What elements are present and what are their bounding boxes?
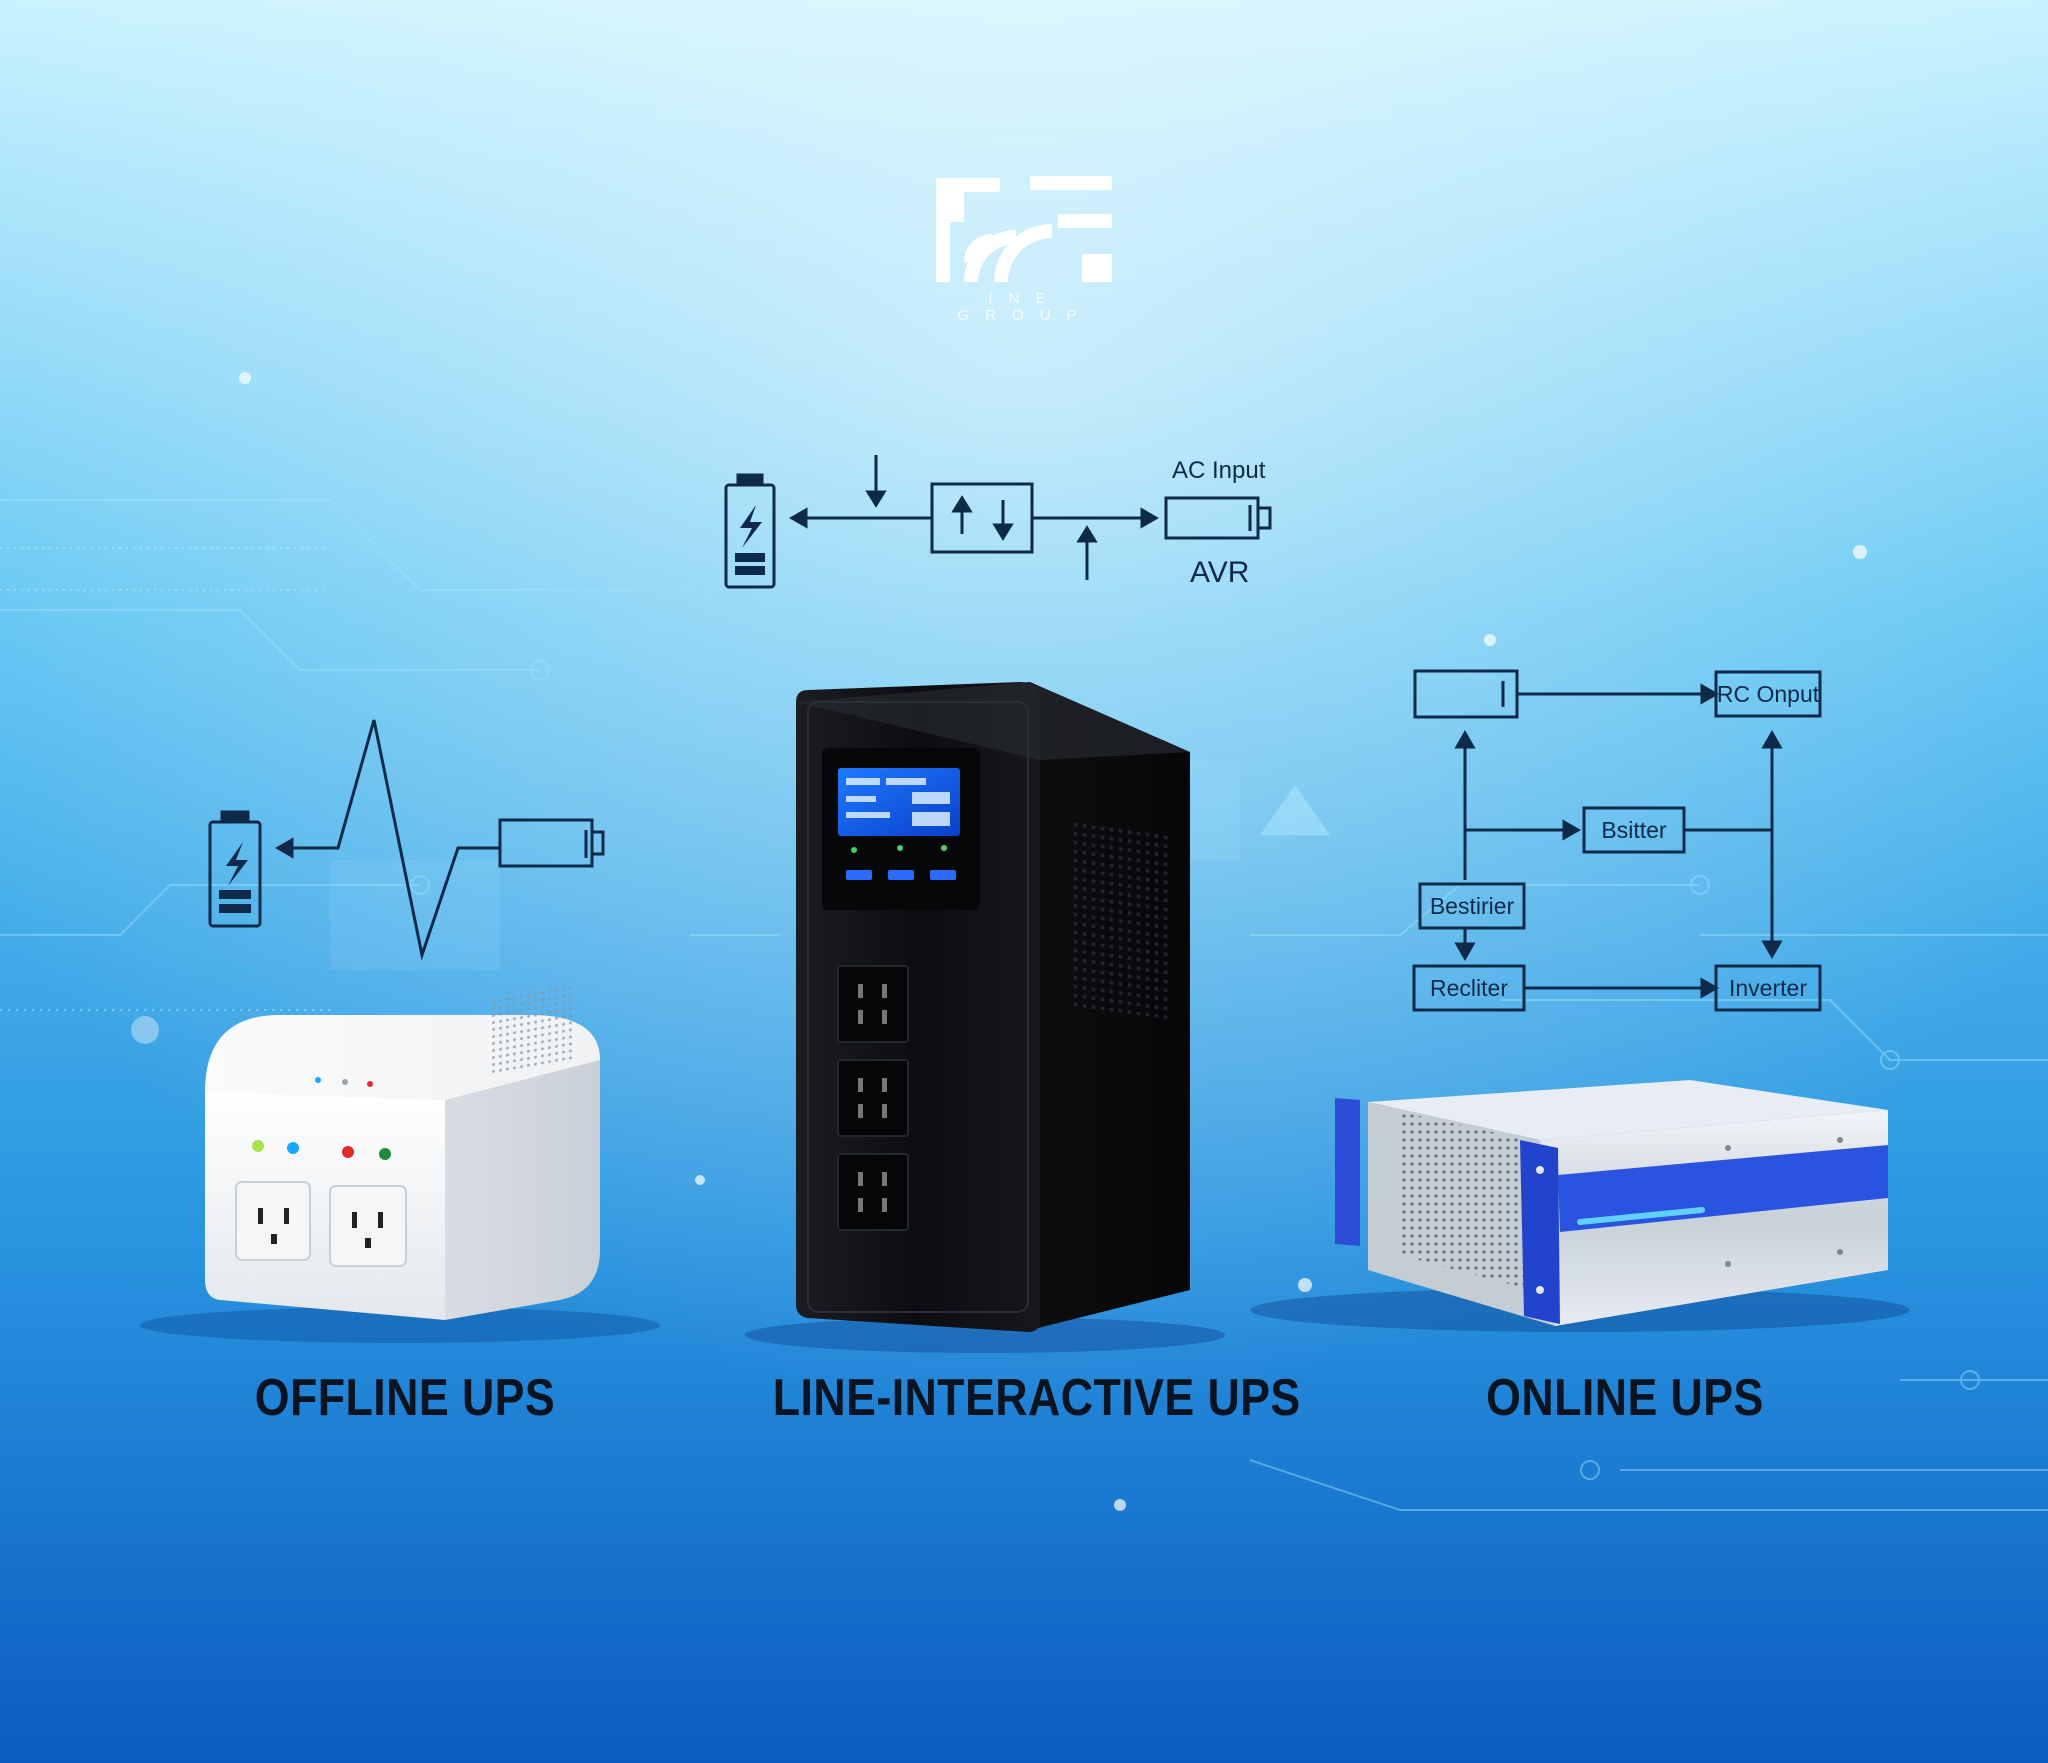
circuit-decoration bbox=[0, 499, 2048, 1511]
logo-mark bbox=[936, 176, 1112, 282]
line-interactive-ups-label: LINE-INTERACTIVE UPS bbox=[772, 1369, 1301, 1427]
avr-label: AVR bbox=[1190, 556, 1249, 589]
offline-ups-device bbox=[140, 980, 660, 1343]
block-rc-onput: RC Onput bbox=[1717, 681, 1820, 707]
offline-ups-label: OFFLINE UPS bbox=[254, 1369, 556, 1427]
plug-outlet-icon bbox=[235, 1181, 311, 1261]
block-bestirier: Bestirier bbox=[1430, 893, 1515, 919]
online-ups-device bbox=[1250, 1080, 1910, 1332]
block-recliter: Recliter bbox=[1430, 975, 1508, 1001]
battery-icon bbox=[208, 810, 262, 928]
battery-icon bbox=[724, 473, 776, 589]
plug-outlet-icon bbox=[837, 1153, 909, 1231]
online-diagram bbox=[1412, 669, 1822, 1012]
block-bsitter: Bsitter bbox=[1601, 817, 1667, 843]
plug-outlet-icon bbox=[837, 965, 909, 1043]
line-interactive-diagram bbox=[724, 455, 1272, 589]
online-ups-label: ONLINE UPS bbox=[1486, 1369, 1764, 1427]
brand-tagline: INE GROUP bbox=[957, 290, 1093, 324]
plug-outlet-icon bbox=[329, 1185, 407, 1267]
block-inverter: Inverter bbox=[1729, 975, 1807, 1001]
offline-diagram bbox=[208, 719, 605, 961]
ac-input-label: AC Input bbox=[1172, 457, 1266, 484]
line-interactive-ups-device bbox=[745, 682, 1225, 1353]
plug-outlet-icon bbox=[837, 1059, 909, 1137]
